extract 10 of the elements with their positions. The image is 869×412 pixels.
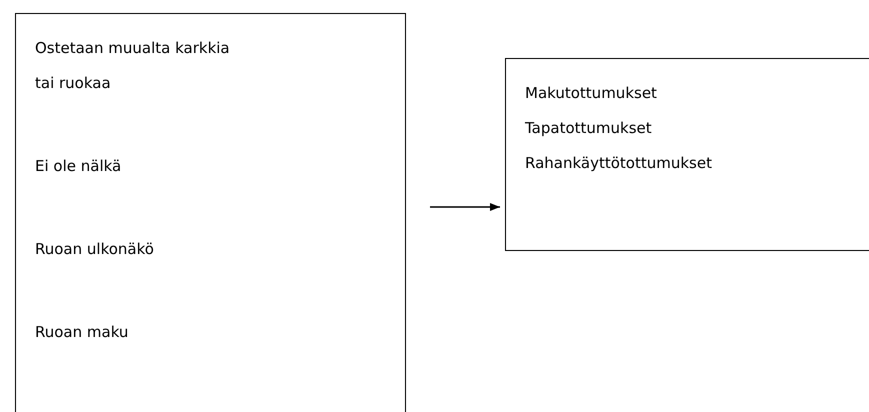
box-text: Tapatottumukset — [525, 118, 653, 139]
text-box — [505, 58, 869, 251]
box-text: Ei ole nälkä — [35, 156, 122, 177]
box-text: Ruoan ulkonäkö — [35, 239, 155, 260]
box-text: Makutottumukset — [525, 83, 658, 104]
box-text: Ostetaan muualta karkkia tai ruokaa — [35, 38, 231, 94]
text-box — [15, 13, 406, 412]
arrow — [430, 203, 500, 211]
box-text: Ruoan maku — [35, 322, 130, 343]
box-text: Rahankäyttötottumukset — [525, 153, 713, 174]
